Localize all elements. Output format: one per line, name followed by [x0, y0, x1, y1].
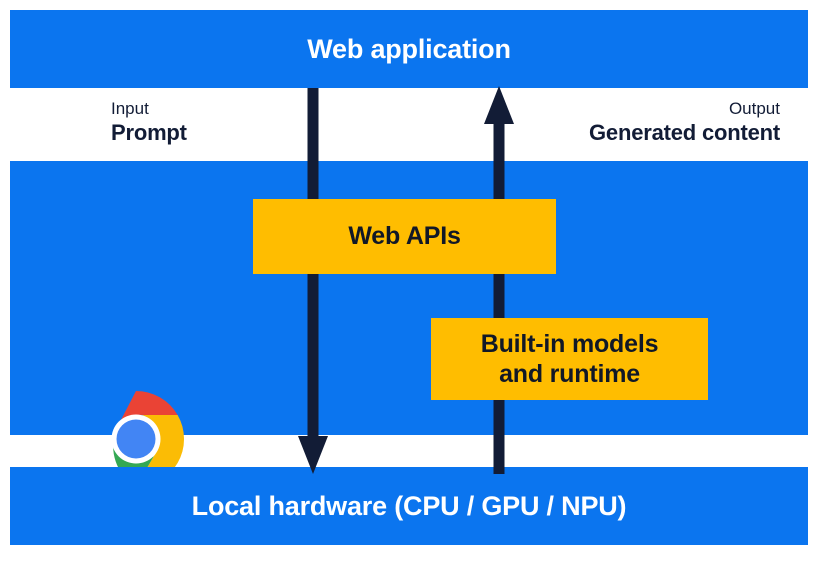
- layer-web-application-label: Web application: [307, 33, 511, 64]
- caption-input-value: Prompt: [111, 119, 187, 145]
- component-builtin-models-line2: and runtime: [499, 360, 640, 388]
- component-builtin-models-label: Built-in models and runtime: [481, 329, 659, 390]
- component-web-apis[interactable]: Web APIs: [253, 199, 556, 274]
- caption-output: Output Generated content: [589, 99, 780, 147]
- caption-input-kicker: Input: [111, 99, 149, 118]
- caption-output-kicker: Output: [728, 99, 780, 118]
- caption-output-value: Generated content: [589, 119, 780, 145]
- layer-local-hardware-label: Local hardware (CPU / GPU / NPU): [191, 490, 627, 521]
- caption-input: Input Prompt: [111, 99, 187, 147]
- component-web-apis-label: Web APIs: [348, 222, 461, 251]
- arrow-down-prompt-icon: [298, 88, 328, 474]
- layer-local-hardware: Local hardware (CPU / GPU / NPU): [10, 467, 808, 545]
- arrow-up-generated-icon: [484, 86, 514, 474]
- component-builtin-models[interactable]: Built-in models and runtime: [431, 318, 708, 400]
- component-builtin-models-line1: Built-in models: [480, 329, 659, 358]
- layer-web-application: Web application: [10, 10, 808, 88]
